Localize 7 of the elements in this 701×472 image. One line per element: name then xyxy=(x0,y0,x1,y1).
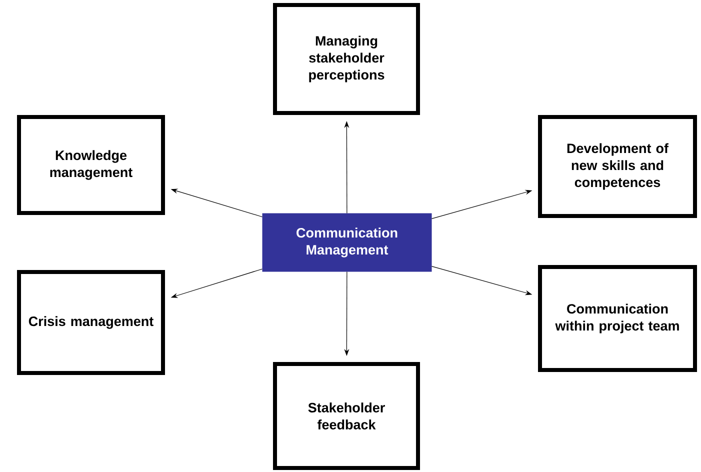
topic-box: Knowledge management xyxy=(17,115,165,215)
topic-box: Crisis management xyxy=(17,270,165,375)
topic-box: Development of new skills and competences xyxy=(538,115,697,218)
topic-box: Stakeholder feedback xyxy=(273,362,420,470)
topic-box: Managing stakeholder perceptions xyxy=(273,3,420,115)
central-box: Communication Management xyxy=(262,213,432,272)
topic-box: Communication within project team xyxy=(538,265,697,372)
